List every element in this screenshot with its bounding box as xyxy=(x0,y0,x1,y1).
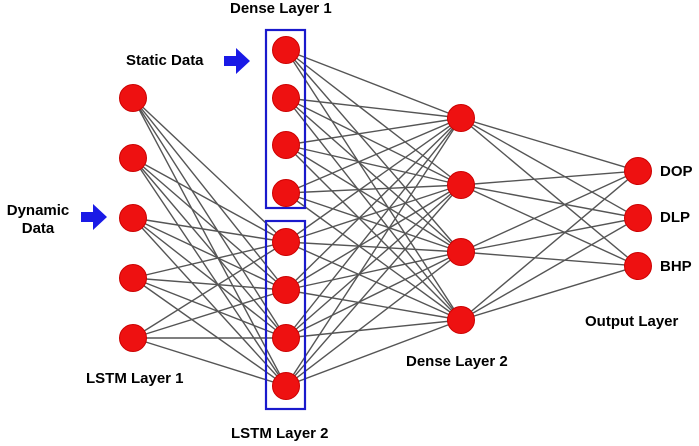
connection-lstm1-to-lstm2 xyxy=(132,277,287,387)
lstm-layer-1-node-1 xyxy=(119,84,147,112)
connection-dense2-to-output xyxy=(460,184,639,267)
connection-lstm2-to-dense2 xyxy=(285,251,462,339)
connection-dense1-to-dense2 xyxy=(285,144,462,186)
dense-layer-1-node-3 xyxy=(272,131,300,159)
lstm-layer-2-node-1 xyxy=(272,228,300,256)
connection-lstm1-to-lstm2 xyxy=(132,277,287,291)
connection-dense2-to-output xyxy=(460,117,639,267)
connection-dense1-to-dense2 xyxy=(285,117,462,146)
connection-lstm2-to-dense2 xyxy=(285,117,462,339)
lstm-layer-1-node-5 xyxy=(119,324,147,352)
connection-lstm1-to-lstm2 xyxy=(132,277,287,339)
connection-lstm2-to-dense2 xyxy=(285,117,462,243)
dense-layer-1-node-2 xyxy=(272,84,300,112)
lstm-layer-1-node-4 xyxy=(119,264,147,292)
connection-lstm2-to-dense2 xyxy=(285,251,462,387)
lstm-layer-2-label: LSTM Layer 2 xyxy=(231,425,329,442)
lstm-layer-1-node-2 xyxy=(119,144,147,172)
dense-layer-1-node-4 xyxy=(272,179,300,207)
output-dop-label: DOP xyxy=(660,163,693,180)
output-layer-node-1 xyxy=(624,157,652,185)
dense-layer-2-label: Dense Layer 2 xyxy=(406,353,508,370)
output-layer-label: Output Layer xyxy=(585,313,679,330)
dynamic-data-arrow-icon xyxy=(81,204,107,230)
connection-dense1-to-dense2 xyxy=(285,97,462,119)
connection-lstm2-to-dense2 xyxy=(285,319,462,387)
connection-lstm1-to-lstm2 xyxy=(132,337,287,387)
connection-lstm2-to-dense2 xyxy=(285,117,462,387)
connection-lstm1-to-lstm2 xyxy=(132,241,287,339)
connection-dense1-to-dense2 xyxy=(285,97,462,186)
connection-lstm1-to-lstm2 xyxy=(132,157,287,387)
connection-lstm1-to-lstm2 xyxy=(132,157,287,243)
dense-layer-1-node-1 xyxy=(272,36,300,64)
lstm-layer-2-box xyxy=(264,219,307,411)
lstm-layer-2-node-2 xyxy=(272,276,300,304)
dynamic-label-line-1: Dynamic xyxy=(6,202,70,219)
connection-lstm2-to-dense2 xyxy=(285,319,462,339)
connection-dense2-to-output xyxy=(460,217,639,253)
connection-lstm1-to-lstm2 xyxy=(132,217,287,387)
connection-dense2-to-output xyxy=(460,251,639,267)
connection-dense1-to-dense2 xyxy=(285,97,462,253)
connection-dense1-to-dense2 xyxy=(285,117,462,194)
connection-lstm2-to-dense2 xyxy=(285,184,462,339)
connection-dense1-to-dense2 xyxy=(285,184,462,194)
connection-dense2-to-output xyxy=(460,117,639,172)
dense-layer-2-node-1 xyxy=(447,104,475,132)
connection-dense2-to-output xyxy=(460,170,639,321)
output-layer-node-3 xyxy=(624,252,652,280)
lstm-layer-1-label: LSTM Layer 1 xyxy=(86,370,184,387)
connection-lstm1-to-lstm2 xyxy=(132,97,287,291)
connection-dense1-to-dense2 xyxy=(285,192,462,321)
connection-lstm2-to-dense2 xyxy=(285,117,462,291)
connection-dense1-to-dense2 xyxy=(285,192,462,253)
connection-dense1-to-dense2 xyxy=(285,49,462,321)
connection-dense1-to-dense2 xyxy=(285,97,462,321)
connection-lstm2-to-dense2 xyxy=(285,184,462,387)
connection-dense2-to-output xyxy=(460,265,639,321)
connection-dense2-to-output xyxy=(460,184,639,219)
connection-lstm1-to-lstm2 xyxy=(132,157,287,291)
connection-lstm1-to-lstm2 xyxy=(132,289,287,339)
connection-lstm1-to-lstm2 xyxy=(132,241,287,279)
lstm-layer-2-node-3 xyxy=(272,324,300,352)
connection-dense2-to-output xyxy=(460,170,639,186)
connection-lstm2-to-dense2 xyxy=(285,241,462,253)
connection-dense2-to-output xyxy=(460,117,639,219)
output-dlp-label: DLP xyxy=(660,209,690,226)
output-layer-node-2 xyxy=(624,204,652,232)
connection-lstm1-to-lstm2 xyxy=(132,217,287,339)
connection-lstm1-to-lstm2 xyxy=(132,97,287,243)
dense-layer-1-label: Dense Layer 1 xyxy=(230,0,332,17)
connection-lstm2-to-dense2 xyxy=(285,289,462,321)
connection-lstm2-to-dense2 xyxy=(285,241,462,321)
connection-lines xyxy=(132,49,639,387)
connection-lstm1-to-lstm2 xyxy=(132,97,287,387)
connection-lstm2-to-dense2 xyxy=(285,184,462,291)
connection-dense2-to-output xyxy=(460,217,639,321)
dense-layer-2-node-4 xyxy=(447,306,475,334)
connection-lstm1-to-lstm2 xyxy=(132,217,287,291)
lstm-layer-1-node-3 xyxy=(119,204,147,232)
dense-layer-2-node-2 xyxy=(447,171,475,199)
connection-dense2-to-output xyxy=(460,170,639,253)
connection-lstm2-to-dense2 xyxy=(285,184,462,243)
dense-layer-2-node-3 xyxy=(447,238,475,266)
dense-layer-1-box xyxy=(264,28,307,210)
connection-dense1-to-dense2 xyxy=(285,144,462,253)
static-data-label: Static Data xyxy=(126,52,204,69)
connection-lstm1-to-lstm2 xyxy=(132,157,287,339)
connection-dense1-to-dense2 xyxy=(285,144,462,321)
connection-lstm1-to-lstm2 xyxy=(132,217,287,243)
dynamic-label-line-2: Data xyxy=(21,220,55,237)
lstm-layer-2-node-4 xyxy=(272,372,300,400)
neuron-nodes xyxy=(119,36,652,400)
connection-dense1-to-dense2 xyxy=(285,49,462,119)
output-bhp-label: BHP xyxy=(660,258,692,275)
connection-lstm2-to-dense2 xyxy=(285,251,462,291)
dynamic-data-label: Dynamic Data xyxy=(2,202,74,238)
static-data-arrow-icon xyxy=(224,48,250,74)
